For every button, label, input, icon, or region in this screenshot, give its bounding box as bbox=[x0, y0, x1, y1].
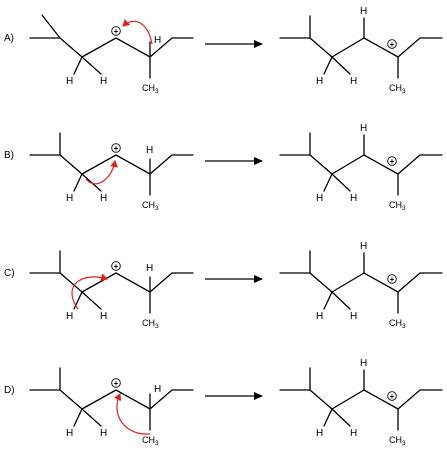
ch3-group: CH3 bbox=[142, 83, 159, 95]
curly-arrow bbox=[71, 273, 108, 310]
row-b: B) H H H CH3 + H H bbox=[4, 123, 443, 212]
h-atom: H bbox=[350, 428, 357, 439]
curly-arrow bbox=[113, 393, 151, 435]
curly-arrow bbox=[122, 19, 153, 45]
svg-text:+: + bbox=[114, 262, 119, 271]
h-atom: H bbox=[360, 123, 367, 134]
reactant-a: H H H CH3 + bbox=[29, 14, 194, 95]
ch3-group: CH3 bbox=[142, 318, 159, 330]
carbocation-charge: + bbox=[387, 156, 397, 166]
h-atom: H bbox=[360, 358, 367, 369]
ch3-group: CH3 bbox=[142, 200, 159, 212]
h-atom: H bbox=[360, 241, 367, 252]
h-atom: H bbox=[316, 311, 323, 322]
h-atom: H bbox=[350, 311, 357, 322]
h-atom: H bbox=[100, 428, 107, 439]
h-atom: H bbox=[154, 384, 161, 395]
svg-text:+: + bbox=[390, 392, 395, 401]
h-atom: H bbox=[100, 193, 107, 204]
curly-arrow bbox=[85, 160, 118, 185]
h-atom: H bbox=[316, 76, 323, 87]
reactant-b: H H H CH3 + bbox=[29, 132, 194, 212]
carbocation-charge: + bbox=[111, 143, 121, 153]
product-a: H H H CH3 + bbox=[279, 6, 443, 95]
product-c: H H H CH3 + bbox=[279, 241, 443, 330]
h-atom: H bbox=[316, 428, 323, 439]
h-atom: H bbox=[146, 145, 153, 156]
ch3-group: CH3 bbox=[389, 200, 406, 212]
reactant-d: H H H CH3 + bbox=[29, 367, 194, 447]
svg-text:+: + bbox=[390, 40, 395, 49]
carbocation-charge: + bbox=[387, 39, 397, 49]
carbocation-charge: + bbox=[387, 391, 397, 401]
h-atom: H bbox=[350, 76, 357, 87]
carbocation-charge: + bbox=[111, 378, 121, 388]
h-atom: H bbox=[66, 428, 73, 439]
svg-text:+: + bbox=[114, 379, 119, 388]
h-atom: H bbox=[154, 35, 161, 46]
svg-text:+: + bbox=[390, 157, 395, 166]
h-atom: H bbox=[360, 6, 367, 17]
option-label-b: B) bbox=[4, 150, 14, 161]
row-a: A) H H H CH3 + H H bbox=[4, 6, 443, 95]
h-atom: H bbox=[350, 193, 357, 204]
h-atom: H bbox=[100, 76, 107, 87]
svg-text:+: + bbox=[114, 27, 119, 36]
h-atom: H bbox=[66, 311, 73, 322]
carbocation-charge: + bbox=[111, 261, 121, 271]
reactant-c: H H H CH3 + bbox=[29, 250, 194, 330]
ch3-group: CH3 bbox=[389, 83, 406, 95]
carbocation-charge: + bbox=[387, 274, 397, 284]
h-atom: H bbox=[66, 76, 73, 87]
h-atom: H bbox=[66, 193, 73, 204]
ch3-group: CH3 bbox=[389, 318, 406, 330]
carbocation-charge: + bbox=[111, 26, 121, 36]
h-atom: H bbox=[100, 311, 107, 322]
product-b: H H H CH3 + bbox=[279, 123, 443, 212]
h-atom: H bbox=[316, 193, 323, 204]
option-label-a: A) bbox=[4, 33, 14, 44]
option-label-d: D) bbox=[4, 385, 15, 396]
ch3-group: CH3 bbox=[142, 435, 159, 447]
row-c: C) H H H CH3 + H H bbox=[4, 241, 443, 330]
h-atom: H bbox=[146, 263, 153, 274]
ch3-group: CH3 bbox=[389, 435, 406, 447]
svg-text:+: + bbox=[390, 275, 395, 284]
row-d: D) H H H CH3 + H H bbox=[4, 358, 443, 447]
product-d: H H H CH3 + bbox=[279, 358, 443, 447]
svg-text:+: + bbox=[114, 144, 119, 153]
option-label-c: C) bbox=[4, 268, 15, 279]
